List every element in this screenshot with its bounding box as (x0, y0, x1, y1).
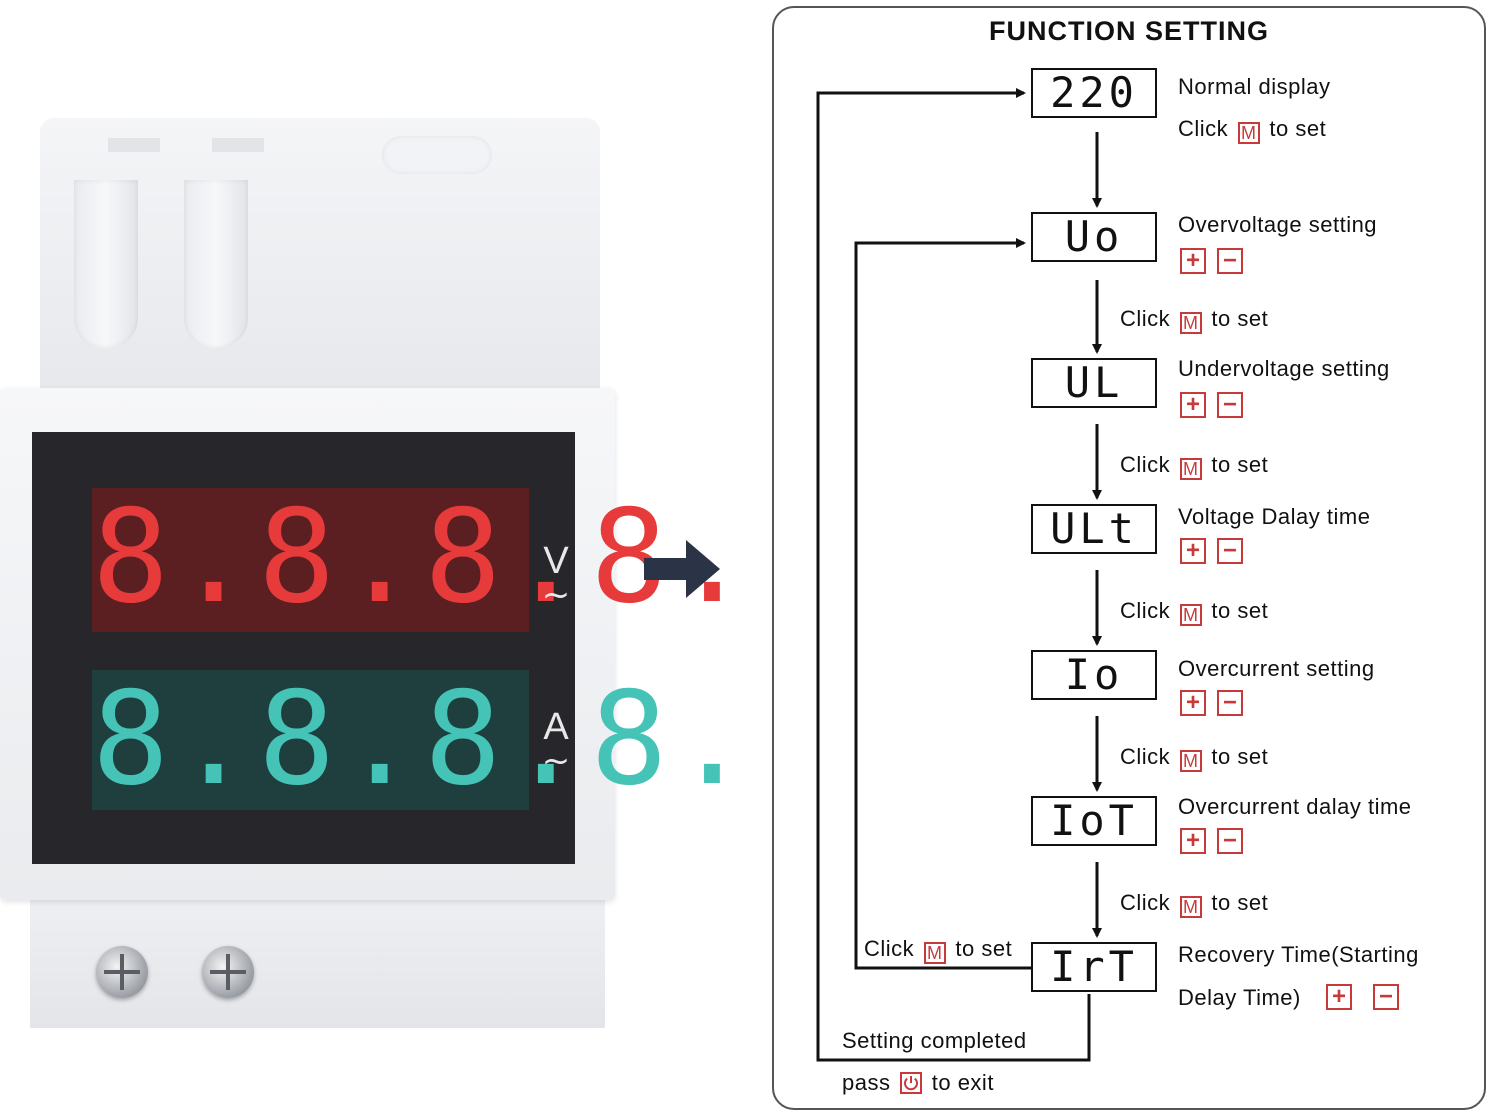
click-m-instruction: Click M to set (1120, 452, 1268, 480)
m-button-icon: M (1237, 122, 1260, 144)
ac-symbol: ~ (541, 575, 571, 615)
lcd-overvoltage: Uo (1031, 212, 1157, 262)
to-set-word: to set (1269, 116, 1327, 141)
click-m-instruction: Click M to set (1120, 306, 1268, 334)
plus-minus-buttons: +− (1180, 828, 1254, 854)
voltage-display: 8.8.8.8. (92, 483, 757, 632)
plus-minus-buttons: +− (1180, 690, 1254, 716)
click-word: Click (1120, 890, 1171, 915)
minus-button-icon: − (1373, 984, 1399, 1010)
m-button-icon: M (923, 942, 946, 964)
pass-word: pass (842, 1070, 891, 1095)
right-arrow-icon (644, 540, 720, 598)
click-word: Click (1178, 116, 1229, 141)
ac-symbol: ~ (541, 741, 571, 781)
to-exit-word: to exit (931, 1070, 994, 1095)
setting-completed-label: Setting completed (842, 1028, 1027, 1053)
exit-instruction: pass to exit (842, 1070, 994, 1096)
voltage-digits: 8.8.8.8. (92, 483, 757, 632)
terminal-slot (74, 180, 138, 348)
plus-button-icon: + (1180, 248, 1206, 274)
step-label: Recovery Time(Starting (1178, 942, 1419, 967)
din-rail-meter-photo: 8.8.8.8. 8.8.8.8. V ~ A ~ (0, 0, 757, 1119)
m-button-icon: M (1179, 750, 1202, 772)
click-m-instruction: Click M to set (1178, 116, 1326, 144)
click-word: Click (1120, 452, 1171, 477)
minus-button-icon: − (1217, 248, 1243, 274)
power-icon (900, 1072, 923, 1094)
voltage-unit: V (543, 540, 569, 582)
plus-minus-buttons: +− (1180, 248, 1254, 274)
m-button-icon: M (1179, 604, 1202, 626)
lcd-voltage-delay: ULt (1031, 504, 1157, 554)
chart-title: FUNCTION SETTING (989, 16, 1269, 46)
lcd-overcurrent-delay: IoT (1031, 796, 1157, 846)
step-label-continued: Delay Time) (1178, 985, 1301, 1011)
step-label-line2: Delay Time) (1178, 985, 1301, 1010)
click-m-instruction: Click M to set (1120, 744, 1268, 772)
click-word: Click (864, 936, 915, 961)
step-label: Normal display (1178, 74, 1331, 99)
click-word: Click (1120, 306, 1171, 331)
plus-button-icon: + (1180, 828, 1206, 854)
minus-button-icon: − (1217, 538, 1243, 564)
to-set-word: to set (1211, 452, 1269, 477)
to-set-word: to set (1211, 598, 1269, 623)
plus-button-icon: + (1180, 392, 1206, 418)
step-label: Overcurrent setting (1178, 656, 1375, 681)
minus-button-icon: − (1217, 392, 1243, 418)
m-button-icon: M (1179, 312, 1202, 334)
minus-button-icon: − (1217, 828, 1243, 854)
terminal-slot (184, 180, 248, 348)
to-set-word: to set (1211, 306, 1269, 331)
m-button-icon: M (1179, 458, 1202, 480)
to-set-word: to set (955, 936, 1013, 961)
plus-minus-buttons: +− (1326, 984, 1410, 1010)
housing-tab (108, 138, 160, 152)
function-setting-panel (772, 6, 1486, 1110)
current-display: 8.8.8.8. (92, 665, 757, 814)
current-unit: A (543, 706, 569, 748)
lcd-normal-display: 220 (1031, 68, 1157, 118)
current-digits: 8.8.8.8. (92, 665, 757, 814)
terminal-screw-icon (96, 946, 148, 998)
plus-button-icon: + (1180, 690, 1206, 716)
step-label: Overvoltage setting (1178, 212, 1378, 237)
m-button-icon: M (1179, 896, 1202, 918)
step-label: Voltage Dalay time (1178, 504, 1371, 529)
lcd-recovery-time: IrT (1031, 942, 1157, 992)
plus-button-icon: + (1180, 538, 1206, 564)
minus-button-icon: − (1217, 690, 1243, 716)
step-label: Undervoltage setting (1178, 356, 1390, 381)
terminal-screw-icon (202, 946, 254, 998)
to-set-word: to set (1211, 744, 1269, 769)
plus-button-icon: + (1326, 984, 1352, 1010)
lcd-undervoltage: UL (1031, 358, 1157, 408)
to-set-word: to set (1211, 890, 1269, 915)
plus-minus-buttons: +− (1180, 392, 1254, 418)
click-m-instruction-loop: Click M to set (864, 936, 1012, 964)
housing-tab (212, 138, 264, 152)
click-word: Click (1120, 744, 1171, 769)
click-word: Click (1120, 598, 1171, 623)
plus-minus-buttons: +− (1180, 538, 1254, 564)
click-m-instruction: Click M to set (1120, 890, 1268, 918)
housing-knob (382, 136, 492, 174)
lcd-overcurrent: Io (1031, 650, 1157, 700)
step-label: Overcurrent dalay time (1178, 794, 1412, 819)
click-m-instruction: Click M to set (1120, 598, 1268, 626)
